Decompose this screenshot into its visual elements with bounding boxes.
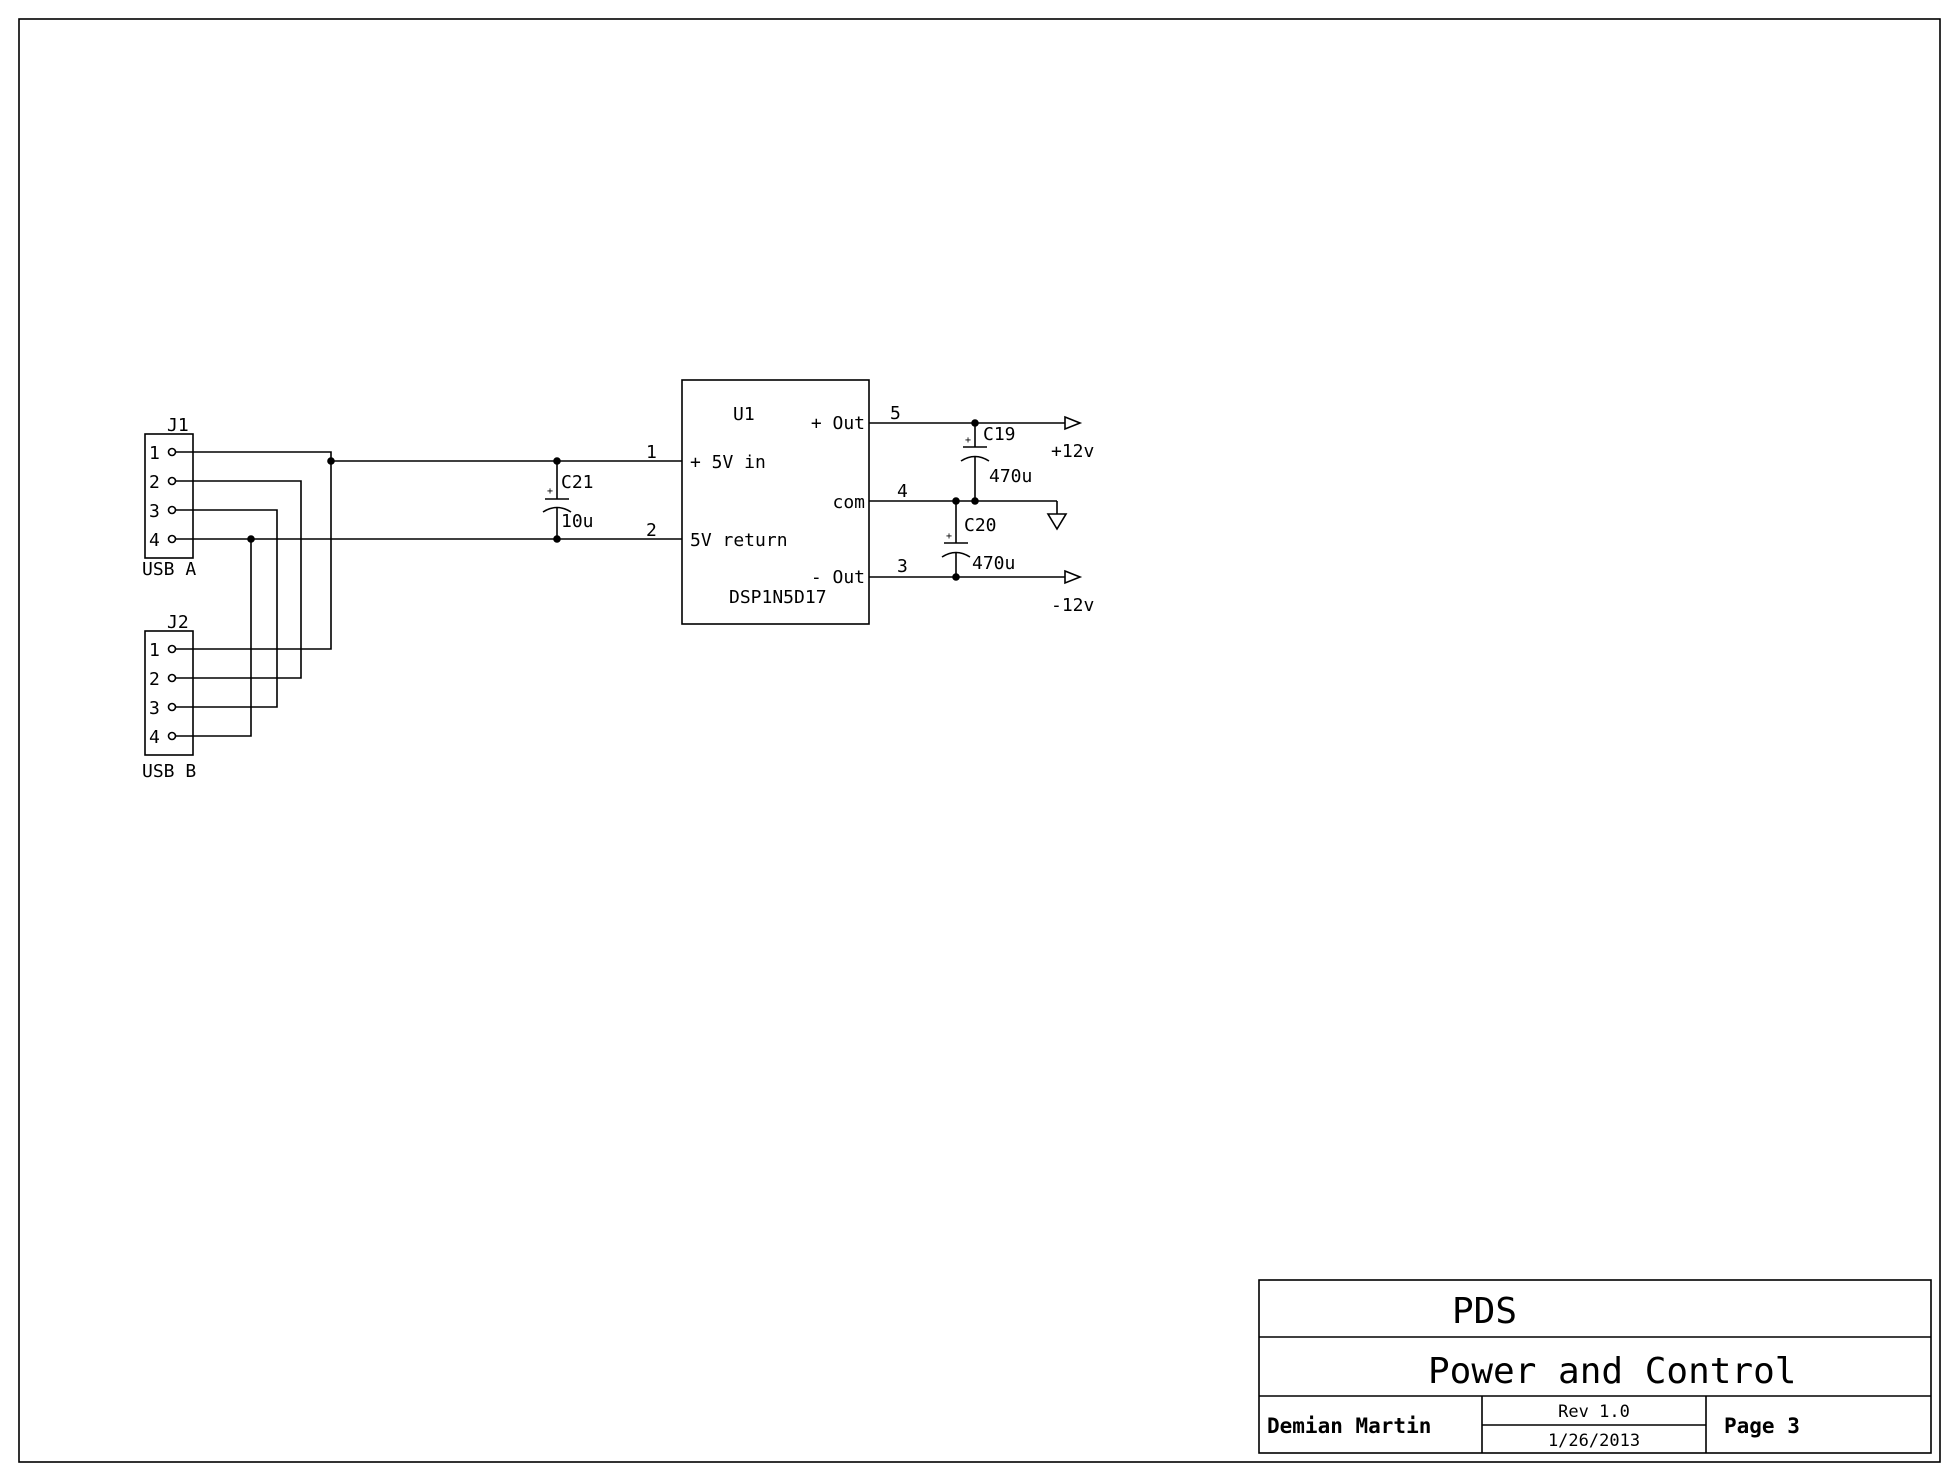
junction-vin-connectors bbox=[327, 457, 335, 465]
j1-pin4-number: 4 bbox=[149, 530, 160, 551]
title-block: PDS Power and Control Demian Martin Rev … bbox=[1258, 1279, 1932, 1454]
j2-name: USB B bbox=[142, 761, 196, 782]
ground-icon bbox=[1046, 513, 1068, 531]
u1-pin-vin-number: 1 bbox=[646, 442, 657, 463]
capacitor-c21: + C21 10u bbox=[542, 457, 594, 543]
u1-label-vin: + 5V in bbox=[690, 452, 766, 473]
c19-plus-mark: + bbox=[965, 435, 971, 446]
output-wiring: +12v -12v bbox=[869, 415, 1094, 616]
j1-ref: J1 bbox=[167, 415, 189, 436]
project-name: PDS bbox=[1452, 1291, 1517, 1332]
j2-pin1-terminal bbox=[167, 644, 177, 654]
capacitor-c19: + C19 470u bbox=[960, 423, 1032, 501]
j2-pin1-number: 1 bbox=[149, 640, 160, 661]
capacitor-c20: + C20 470u bbox=[941, 501, 1015, 577]
revision-date: 1/26/2013 bbox=[1548, 1431, 1640, 1451]
c20-value: 470u bbox=[972, 553, 1015, 574]
u1-pin-pout-number: 5 bbox=[890, 403, 901, 424]
junction-c21-bottom bbox=[553, 535, 561, 543]
u1-pin-com-number: 4 bbox=[897, 481, 908, 502]
c21-value: 10u bbox=[561, 511, 594, 532]
j2-ref: J2 bbox=[167, 612, 189, 633]
j1-pin3-number: 3 bbox=[149, 501, 160, 522]
neg-rail-arrow-icon bbox=[1064, 569, 1083, 585]
j2-pin2-terminal bbox=[167, 673, 177, 683]
c19-ref: C19 bbox=[983, 424, 1016, 445]
j2-body bbox=[144, 630, 194, 756]
j1-name: USB A bbox=[142, 559, 196, 580]
revision: Rev 1.0 bbox=[1558, 1402, 1630, 1422]
u1-pin-nout-number: 3 bbox=[897, 556, 908, 577]
wire-j2-pin1 bbox=[176, 461, 332, 650]
wire-j2-pin4 bbox=[176, 539, 252, 737]
u1-part: DSP1N5D17 bbox=[729, 587, 827, 608]
junction-c21-top bbox=[553, 457, 561, 465]
connector-j2: J2 USB B 1 2 3 4 bbox=[142, 612, 196, 782]
pos-rail-label: +12v bbox=[1051, 441, 1094, 462]
neg-rail-label: -12v bbox=[1051, 595, 1094, 616]
j1-pin4-terminal bbox=[167, 534, 177, 544]
u1-label-com: com bbox=[832, 492, 865, 513]
j2-pin4-terminal bbox=[167, 731, 177, 741]
title-block-frame bbox=[1258, 1279, 1932, 1454]
j2-pin3-number: 3 bbox=[149, 698, 160, 719]
j2-pin3-terminal bbox=[167, 702, 177, 712]
c20-plus-mark: + bbox=[946, 531, 952, 542]
sheet-border bbox=[18, 18, 1941, 1463]
u1-ref: U1 bbox=[733, 404, 755, 425]
converter-u1: U1 DSP1N5D17 + 5V in 5V return + Out com… bbox=[646, 379, 908, 625]
sheet-title: Power and Control bbox=[1428, 1351, 1796, 1392]
wire-j1-pin1 bbox=[176, 451, 332, 461]
u1-body bbox=[681, 379, 870, 625]
u1-label-nout: - Out bbox=[811, 567, 865, 588]
connector-wiring bbox=[176, 451, 682, 737]
c20-ref: C20 bbox=[964, 515, 997, 536]
j2-pin4-number: 4 bbox=[149, 727, 160, 748]
page-number: Page 3 bbox=[1724, 1414, 1800, 1438]
pos-rail-arrow-icon bbox=[1064, 415, 1083, 431]
junction-ret-connectors bbox=[247, 535, 255, 543]
author-name: Demian Martin bbox=[1267, 1414, 1431, 1438]
j1-pin2-number: 2 bbox=[149, 472, 160, 493]
c21-plus-mark: + bbox=[547, 486, 553, 497]
j1-pin2-terminal bbox=[167, 476, 177, 486]
u1-label-ret: 5V return bbox=[690, 530, 788, 551]
wire-pin3 bbox=[176, 509, 278, 708]
c19-value: 470u bbox=[989, 466, 1032, 487]
j1-pin3-terminal bbox=[167, 505, 177, 515]
connector-j1: J1 USB A 1 2 3 4 bbox=[142, 415, 196, 580]
j1-body bbox=[144, 433, 194, 559]
c21-ref: C21 bbox=[561, 472, 594, 493]
u1-label-pout: + Out bbox=[811, 413, 865, 434]
u1-pin-ret-number: 2 bbox=[646, 520, 657, 541]
j2-pin2-number: 2 bbox=[149, 669, 160, 690]
j1-pin1-number: 1 bbox=[149, 443, 160, 464]
j1-pin1-terminal bbox=[167, 447, 177, 457]
wire-pin2 bbox=[176, 480, 302, 679]
